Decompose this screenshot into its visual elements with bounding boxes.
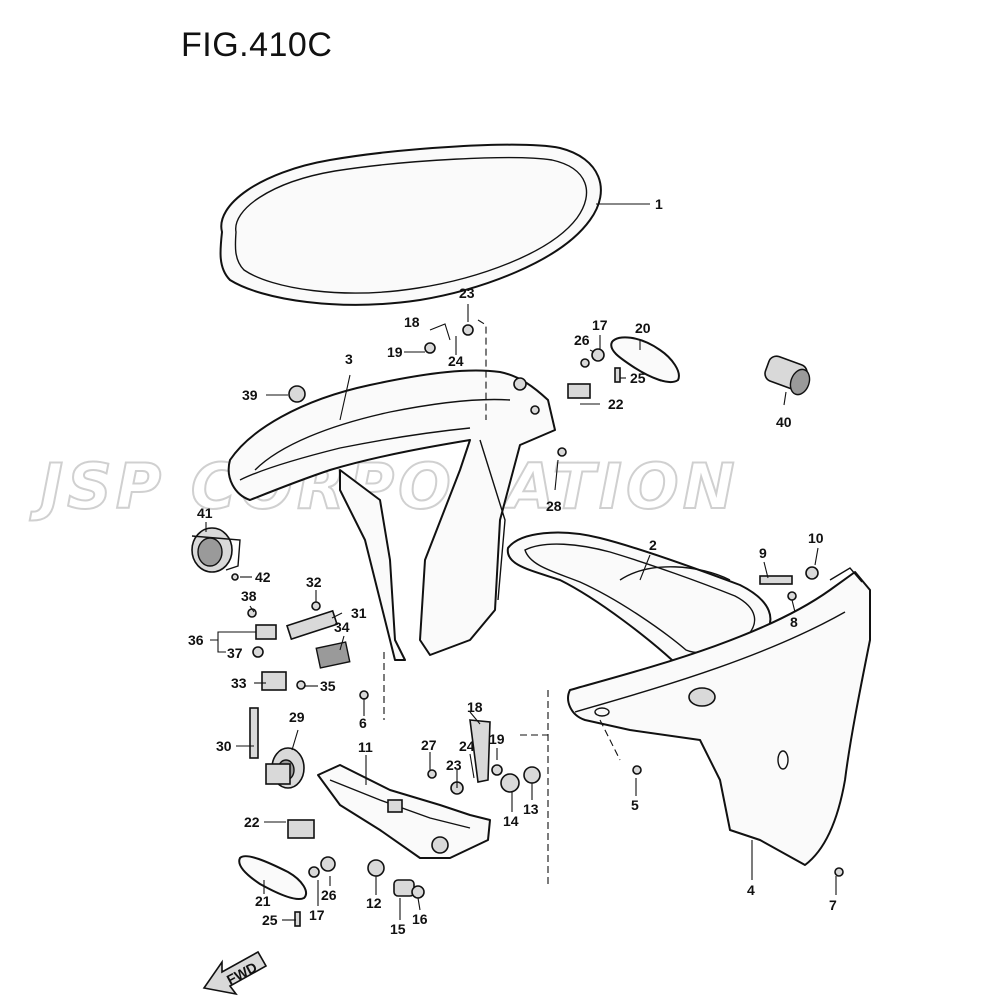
- leader-lines: [205, 203, 837, 921]
- callout-17-upper: 17: [592, 317, 608, 333]
- fwd-arrow: FWD: [202, 950, 268, 996]
- callout-11: 11: [358, 739, 373, 755]
- figure-title: FIG.410C: [181, 26, 333, 64]
- callout-40: 40: [776, 414, 792, 430]
- callout-20: 20: [635, 320, 651, 336]
- callout-28: 28: [546, 498, 562, 514]
- small-parts: [231, 324, 844, 927]
- callout-31: 31: [351, 605, 367, 621]
- part-handle-lower: [238, 855, 307, 900]
- callout-32: 32: [306, 574, 322, 590]
- callout-13: 13: [523, 801, 539, 817]
- callout-41: 41: [197, 505, 213, 521]
- callout-25-upper: 25: [630, 370, 646, 386]
- callout-34: 34: [334, 619, 350, 635]
- part-switch-unit: [265, 747, 305, 789]
- part-front-bracket: [317, 764, 491, 859]
- part-lower-side-cover: [567, 567, 871, 866]
- callout-27: 27: [421, 737, 437, 753]
- callout-36: 36: [188, 632, 204, 648]
- callout-3: 3: [345, 351, 353, 367]
- callout-26-upper: 26: [574, 332, 590, 348]
- callout-23-upper: 23: [459, 285, 475, 301]
- callout-14: 14: [503, 813, 519, 829]
- callout-18-lower: 18: [467, 699, 483, 715]
- callout-30: 30: [216, 738, 232, 754]
- assembly-lines: [383, 319, 621, 885]
- callout-22-lower: 22: [244, 814, 260, 830]
- callout-4: 4: [747, 882, 755, 898]
- callout-38: 38: [241, 588, 257, 604]
- callout-2: 2: [649, 537, 657, 553]
- callout-5: 5: [631, 797, 639, 813]
- callout-1: 1: [655, 196, 663, 212]
- callout-15: 15: [390, 921, 406, 937]
- callout-6: 6: [359, 715, 367, 731]
- part-handle-upper: [610, 336, 680, 384]
- callout-21: 21: [255, 893, 271, 909]
- callout-24-lower: 24: [459, 738, 475, 754]
- part-rubber-plug: [764, 355, 811, 396]
- part-seal-ring: [219, 143, 602, 306]
- callout-23-lower: 23: [446, 757, 462, 773]
- callout-9: 9: [759, 545, 767, 561]
- callout-24-upper: 24: [448, 353, 464, 369]
- callout-19-upper: 19: [387, 344, 403, 360]
- callout-12: 12: [366, 895, 382, 911]
- callout-19-lower: 19: [489, 731, 505, 747]
- callout-42: 42: [255, 569, 271, 585]
- watermark-text: JSP CORPORATION: [29, 450, 739, 523]
- callout-29: 29: [289, 709, 305, 725]
- callout-labels: 1 2 3 4 5 6 7 8 9 10 11 12 13 14 15 16 1…: [188, 196, 837, 937]
- callout-26-lower: 26: [321, 887, 337, 903]
- callout-33: 33: [231, 675, 247, 691]
- callout-18-upper: 18: [404, 314, 420, 330]
- callout-39: 39: [242, 387, 258, 403]
- callout-8: 8: [790, 614, 798, 630]
- part-upper-cover-frame: [227, 369, 556, 661]
- callout-10: 10: [808, 530, 824, 546]
- callout-7: 7: [829, 897, 837, 913]
- callout-37: 37: [227, 645, 243, 661]
- callout-16: 16: [412, 911, 428, 927]
- callout-17-lower: 17: [309, 907, 325, 923]
- callout-25-lower: 25: [262, 912, 278, 928]
- part-grommet: [191, 527, 241, 573]
- callout-35: 35: [320, 678, 336, 694]
- callout-22-upper: 22: [608, 396, 624, 412]
